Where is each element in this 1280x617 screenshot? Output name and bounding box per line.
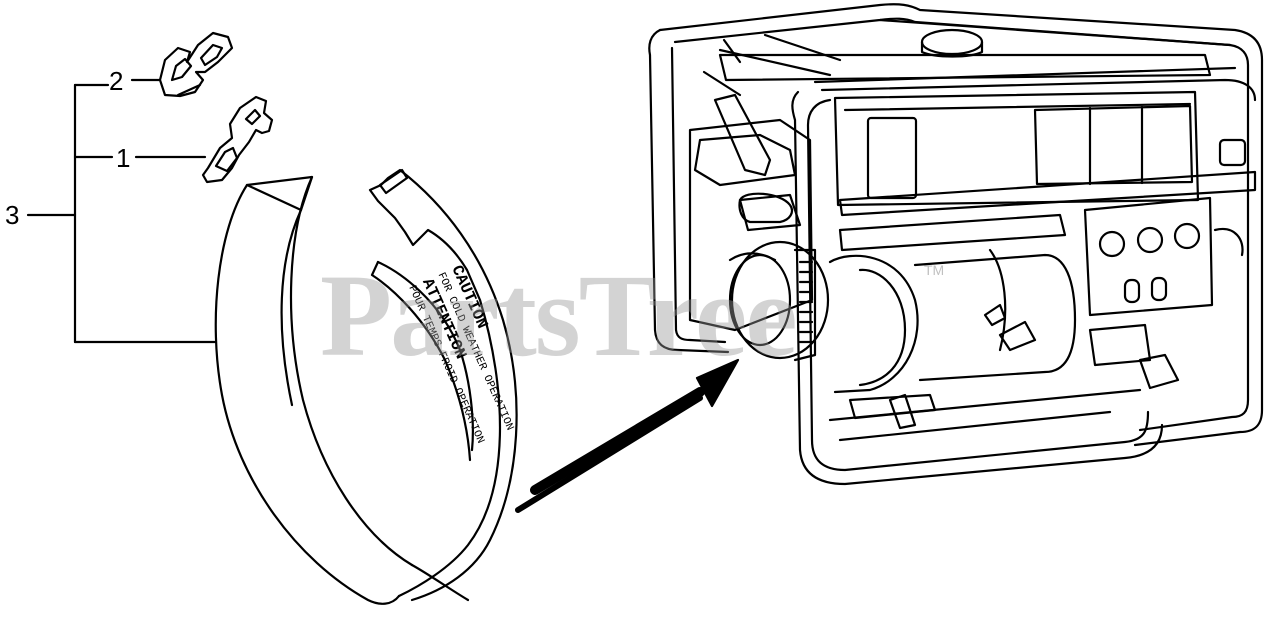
callout-leaders — [26, 78, 217, 344]
clip-part-1 — [201, 95, 274, 184]
strap-part-3 — [214, 168, 518, 605]
arrow-icon — [515, 358, 740, 513]
generator-illustration — [648, 3, 1264, 486]
callout-number-1: 1 — [116, 143, 131, 173]
clip-part-2 — [158, 31, 234, 98]
strap-label: CAUTION FOR COLD WEATHER OPERATION ATTEN… — [405, 263, 515, 446]
callout-number-2: 2 — [109, 66, 124, 96]
trademark-symbol: TM — [924, 262, 945, 278]
callout-number-3: 3 — [5, 200, 20, 230]
